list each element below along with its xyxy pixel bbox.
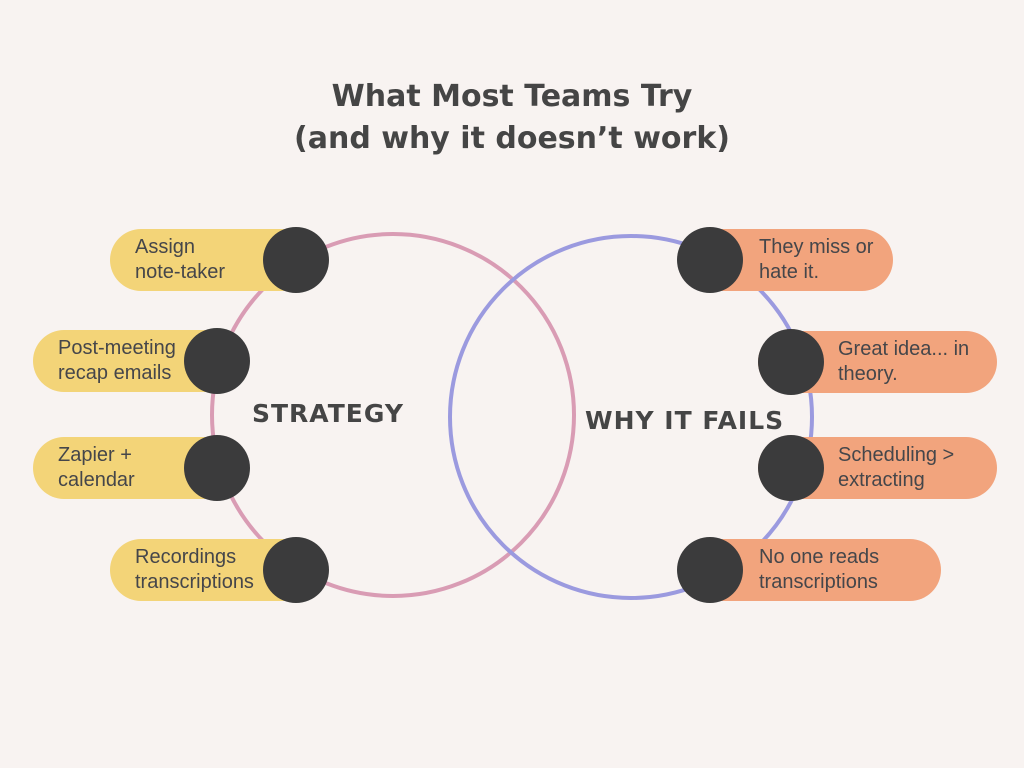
pill-label: Scheduling > extracting xyxy=(838,444,955,491)
why-it-fails-circle xyxy=(448,234,814,600)
pill-label: Post-meeting recap emails xyxy=(58,337,176,384)
connector-dot xyxy=(758,329,824,395)
page-title: What Most Teams Try (and why it doesn’t … xyxy=(0,76,1024,160)
connector-dot xyxy=(263,537,329,603)
pill-label: Great idea... in theory. xyxy=(838,338,970,385)
connector-dot xyxy=(758,435,824,501)
pill-label: They miss or hate it. xyxy=(759,236,874,283)
strategy-label: STRATEGY xyxy=(252,399,404,428)
pill-label: Recordings transcriptions xyxy=(135,546,254,593)
connector-dot xyxy=(677,227,743,293)
connector-dot xyxy=(184,328,250,394)
page-title-line-2: (and why it doesn’t work) xyxy=(294,121,730,156)
connector-dot xyxy=(184,435,250,501)
connector-dot xyxy=(263,227,329,293)
pill-label: Zapier + calendar xyxy=(58,444,135,491)
connector-dot xyxy=(677,537,743,603)
pill-label: Assign note-taker xyxy=(135,236,226,283)
page-title-line-1: What Most Teams Try xyxy=(331,79,693,114)
why-it-fails-label: WHY IT FAILS xyxy=(585,406,785,435)
pill-label: No one reads transcriptions xyxy=(759,546,880,593)
